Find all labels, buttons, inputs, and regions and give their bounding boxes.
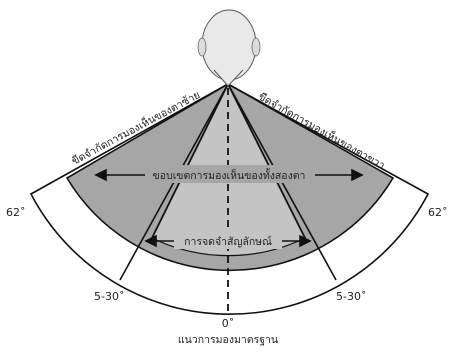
binocular-field-label: ขอบเขตการมองเห็นของทั้งสองตา bbox=[153, 168, 306, 182]
inner-angle-left-label: 5-30˚ bbox=[94, 290, 124, 303]
zero-angle-label: 0˚ bbox=[222, 317, 235, 330]
angle-left-label: 62˚ bbox=[6, 206, 26, 219]
head-icon bbox=[198, 10, 260, 86]
standard-sightline-label: แนวการมองมาตรฐาน bbox=[178, 334, 278, 346]
symbol-recognition-label: การจดจำสัญลักษณ์ bbox=[184, 235, 272, 248]
angle-right-label: 62˚ bbox=[428, 206, 448, 219]
inner-angle-right-label: 5-30˚ bbox=[336, 290, 366, 303]
